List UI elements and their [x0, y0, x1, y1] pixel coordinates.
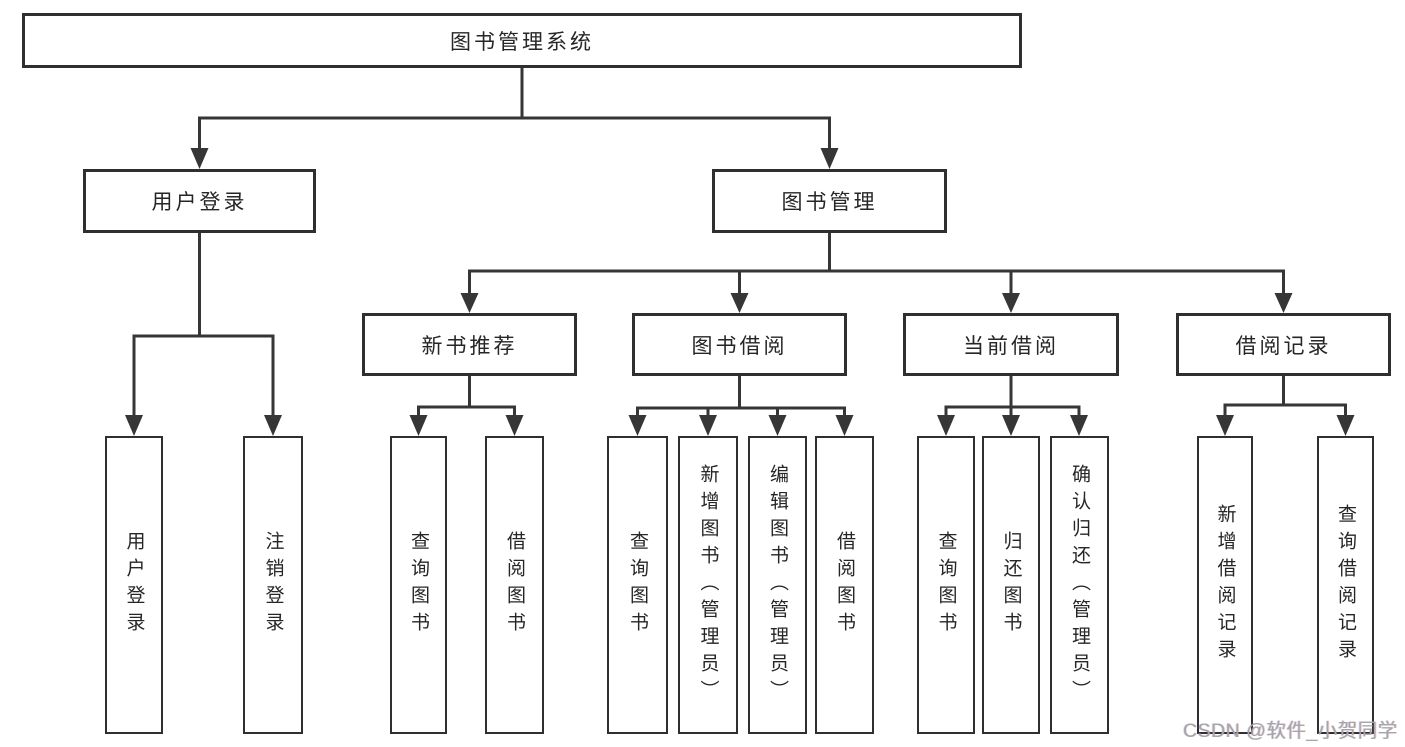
leaf-label: 归还图书	[1000, 531, 1022, 639]
leaf-logout: 注销登录	[243, 436, 303, 734]
node-borrow-records: 借阅记录	[1176, 313, 1391, 376]
node-new-book-recommend: 新书推荐	[362, 313, 577, 376]
node-root-label: 图书管理系统	[450, 30, 594, 54]
leaf-label: 查询图书	[627, 531, 648, 639]
leaf-edit-books-admin: 编辑图书（管理员）	[748, 436, 807, 734]
node-label: 当前借阅	[963, 334, 1059, 358]
leaf-return-books: 归还图书	[982, 436, 1040, 734]
node-root-library-management-system: 图书管理系统	[22, 13, 1022, 68]
leaf-borrow-books: 借阅图书	[815, 436, 874, 734]
node-book-management: 图书管理	[712, 169, 947, 233]
node-user-login-group: 用户登录	[83, 169, 316, 233]
leaf-label: 编辑图书（管理员）	[767, 463, 788, 707]
leaf-query-books-current: 查询图书	[917, 436, 975, 734]
leaf-user-login: 用户登录	[105, 436, 163, 734]
csdn-watermark: CSDN @软件_小贺同学	[1183, 720, 1398, 742]
leaf-borrow-books-recommend: 借阅图书	[485, 436, 544, 734]
leaf-query-books-borrow: 查询图书	[607, 436, 668, 734]
leaf-label: 借阅图书	[504, 531, 525, 639]
leaf-label: 注销登录	[262, 531, 284, 639]
node-label: 图书管理	[781, 191, 878, 214]
leaf-label: 新增图书（管理员）	[697, 463, 719, 707]
leaf-confirm-return-admin: 确认归还（管理员）	[1050, 436, 1109, 734]
leaf-label: 查询图书	[408, 531, 429, 639]
node-label: 借阅记录	[1235, 334, 1332, 358]
node-book-borrow: 图书借阅	[632, 313, 847, 376]
leaf-label: 确认归还（管理员）	[1069, 463, 1090, 707]
leaf-label: 借阅图书	[834, 531, 855, 639]
node-label: 图书借阅	[691, 334, 788, 358]
leaf-label: 用户登录	[123, 531, 145, 639]
leaf-query-books-recommend: 查询图书	[390, 436, 447, 734]
node-current-borrow: 当前借阅	[903, 313, 1119, 376]
arrowhead-icons	[125, 148, 1355, 436]
leaf-add-books-admin: 新增图书（管理员）	[678, 436, 738, 734]
leaf-label: 查询图书	[935, 531, 957, 639]
leaf-add-borrow-record: 新增借阅记录	[1197, 436, 1253, 734]
leaf-query-borrow-record: 查询借阅记录	[1317, 436, 1374, 734]
leaf-label: 新增借阅记录	[1214, 504, 1236, 666]
node-label: 用户登录	[151, 191, 248, 214]
node-label: 新书推荐	[421, 334, 518, 358]
leaf-label: 查询借阅记录	[1335, 504, 1356, 666]
